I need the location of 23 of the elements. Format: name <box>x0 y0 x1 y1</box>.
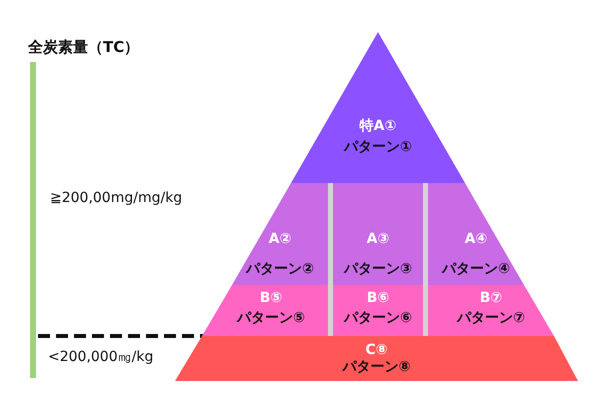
segment-grade: B⑤ <box>260 290 282 307</box>
segment-grade: A④ <box>464 231 488 248</box>
pyramid-segment <box>333 285 423 336</box>
segment-pattern: パターン④ <box>442 261 510 278</box>
pyramid-segment <box>428 285 554 336</box>
segment-pattern: パターン③ <box>344 261 412 278</box>
threshold-label: ≧200,00mg/mg/kg <box>50 190 182 206</box>
pyramid-segment <box>202 285 328 336</box>
pyramid-segment <box>333 183 423 285</box>
segment-pattern: パターン① <box>344 139 412 156</box>
segment-grade: B⑦ <box>480 290 502 307</box>
segment-grade: 特A① <box>360 118 396 135</box>
axis-title: 全炭素量（TC） <box>28 38 140 57</box>
segment-pattern: パターン⑥ <box>344 310 412 327</box>
segment-pattern: パターン⑦ <box>457 310 525 327</box>
segment-pattern: パターン⑧ <box>342 359 410 376</box>
segment-pattern: パターン② <box>246 261 314 278</box>
segment-grade: A③ <box>366 231 390 248</box>
segment-grade: B⑥ <box>366 290 390 307</box>
segment-pattern: パターン⑤ <box>237 310 305 327</box>
threshold-label: <200,000㎎/kg <box>48 348 154 366</box>
segment-grade: C⑧ <box>365 342 388 359</box>
segment-grade: A② <box>268 231 292 248</box>
